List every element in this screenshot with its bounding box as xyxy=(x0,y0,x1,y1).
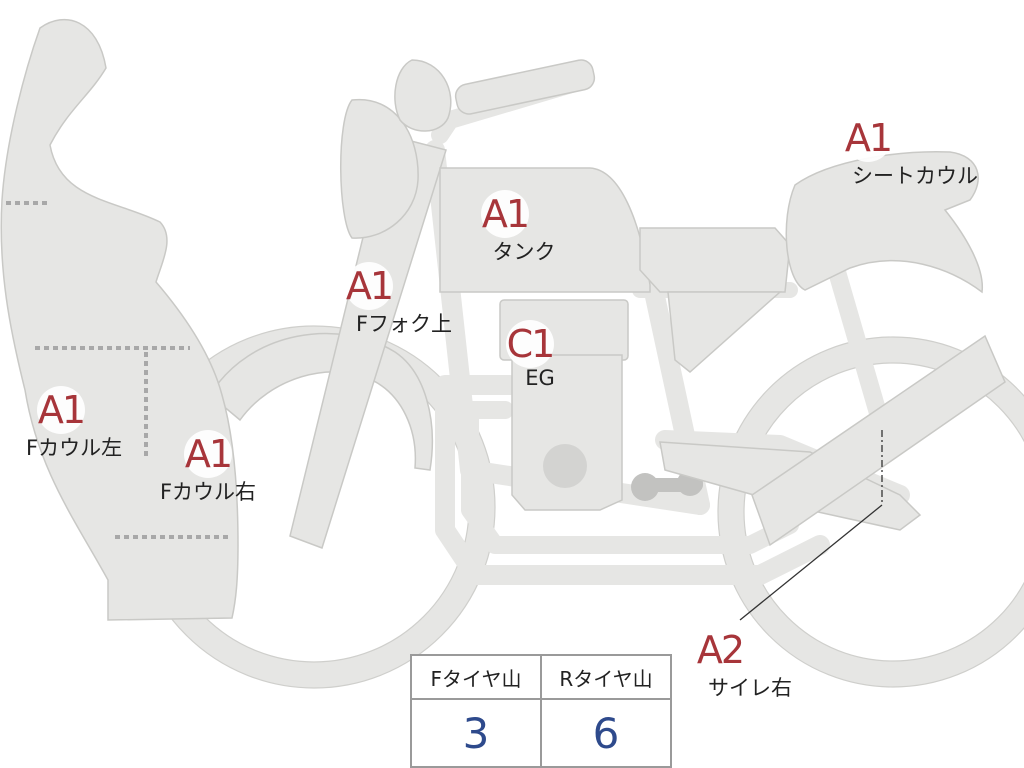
marker-tank[interactable]: A1 タンク xyxy=(460,190,580,266)
marker-f-cowl-right[interactable]: A1 Fカウル右 xyxy=(148,430,268,506)
front-tread-header: Fタイヤ山 xyxy=(410,654,542,700)
meter xyxy=(394,59,452,132)
grade-badge: A1 xyxy=(184,430,233,478)
seat-cowl-shape xyxy=(785,151,983,294)
front-fork xyxy=(289,134,447,549)
marker-seat-cowl[interactable]: A1 シートカウル xyxy=(840,114,990,190)
grade-badge: C1 xyxy=(506,320,555,368)
part-label: Fフォク上 xyxy=(355,312,453,336)
grade-badge: A1 xyxy=(345,262,394,310)
side-cover xyxy=(667,291,782,373)
silencer xyxy=(751,334,1006,547)
rear-tread-header: Rタイヤ山 xyxy=(540,654,672,700)
part-label: タンク xyxy=(492,240,556,264)
part-label: シートカウル xyxy=(852,164,978,188)
part-label: Fカウル左 xyxy=(26,436,123,460)
part-label: EG xyxy=(525,366,555,390)
grade-badge: A1 xyxy=(37,386,86,434)
rear-tread-value: 6 xyxy=(540,698,672,768)
grade-badge: A1 xyxy=(481,190,530,238)
part-label: Fカウル右 xyxy=(159,480,257,504)
marker-engine[interactable]: C1 EG xyxy=(480,320,600,390)
front-cowl xyxy=(0,18,239,621)
table-header-row: Fタイヤ山 Rタイヤ山 xyxy=(410,654,672,700)
front-tread-value: 3 xyxy=(410,698,542,768)
silencer-leader-line xyxy=(739,504,883,621)
cowl-dotted-seams xyxy=(6,201,230,539)
marker-f-cowl-left[interactable]: A1 Fカウル左 xyxy=(0,386,123,462)
marker-f-fork-upper[interactable]: A1 Fフォク上 xyxy=(344,262,464,338)
grade-badge: A1 xyxy=(844,114,893,162)
handlebar xyxy=(454,59,596,115)
table-row: 3 6 xyxy=(410,698,672,768)
seat xyxy=(639,227,791,293)
rear-wheel xyxy=(717,336,1024,688)
tire-tread-table: Fタイヤ山 Rタイヤ山 3 6 xyxy=(410,654,672,768)
part-label: サイレ右 xyxy=(708,676,792,700)
marker-silencer-right[interactable]: A2 サイレ右 xyxy=(690,626,810,702)
grade-badge: A2 xyxy=(696,626,745,674)
